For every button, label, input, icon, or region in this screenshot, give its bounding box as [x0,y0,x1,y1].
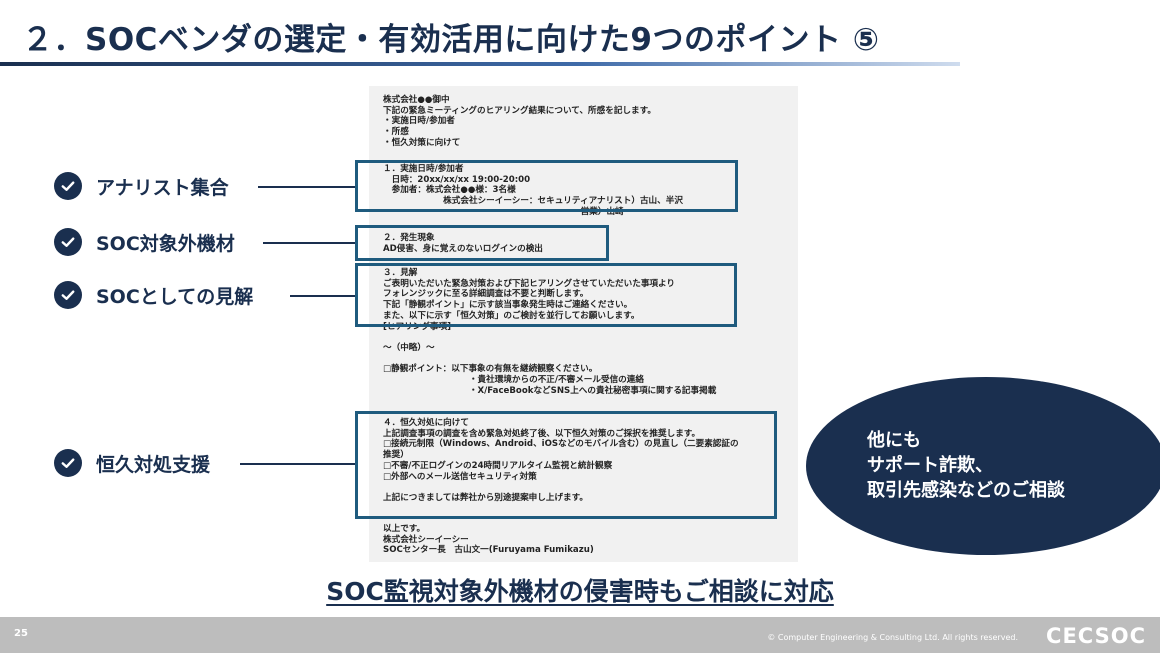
report-closing: 以上です。 株式会社シーイーシー SOCセンター長 古山文一(Furuyama … [383,524,594,556]
connector-line [240,463,355,465]
highlight-box-attendees [355,160,738,212]
highlight-box-opinion [355,263,737,327]
point-permanent-support: 恒久対処支援 [54,446,210,480]
report-header: 株式会社●●御中 下記の緊急ミーティングのヒアリング結果について、所感を記します… [383,95,656,148]
connector-line [258,186,355,188]
page-number: 25 [14,628,28,639]
point-non-soc-devices: SOC対象外機材 [54,225,235,259]
point-label: 恒久対処支援 [96,453,211,476]
bottom-caption: SOC監視対象外機材の侵害時もご相談に対応 [0,572,1160,608]
point-label: アナリスト集合 [96,176,229,199]
check-circle-icon [54,228,82,256]
copyright-text: © Computer Engineering & Consulting Ltd.… [767,633,1018,642]
point-analyst-assembly: アナリスト集合 [54,169,229,203]
footer-bar: 25 © Computer Engineering & Consulting L… [0,617,1160,653]
connector-line [263,242,355,244]
point-soc-opinion: SOCとしての見解 [54,278,253,312]
connector-line [290,295,355,297]
highlight-box-permanent-measures [355,411,777,519]
callout-text: 他にも サポート詐欺、 取引先感染などのご相談 [867,430,1065,501]
title-underline [0,62,960,66]
bottom-caption-text: SOC監視対象外機材の侵害時もご相談に対応 [326,577,834,606]
check-circle-icon [54,281,82,309]
report-section-incident: ２．発生現象 AD侵害、身に覚えのないログインの検出 [383,233,543,254]
check-circle-icon [54,449,82,477]
check-circle-icon [54,172,82,200]
point-label: SOC対象外機材 [96,232,235,255]
slide-title: ２．SOCベンダの選定・有効活用に向けた9つのポイント ⑤ [22,22,880,58]
callout-oval [806,377,1160,555]
point-label: SOCとしての見解 [96,285,254,308]
company-logo: CECSOC [1046,624,1146,648]
highlight-box-incident [355,225,609,261]
report-section-permanent-measures: ４．恒久対処に向けて 上記調査事項の調査を含め緊急対処終了後、以下恒久対策のご採… [383,418,739,503]
